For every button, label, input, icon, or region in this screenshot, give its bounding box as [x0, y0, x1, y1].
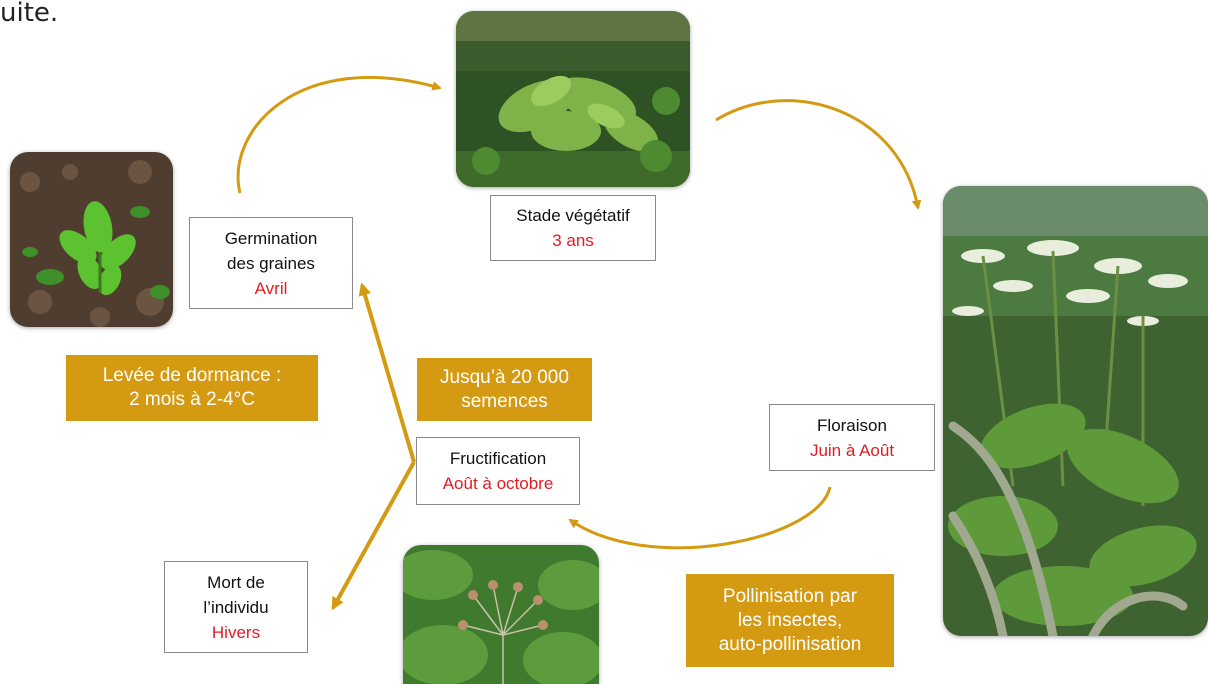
- seed-head-photo: [403, 545, 599, 684]
- stage-vegetative-title: Stade végétatif: [516, 206, 630, 225]
- seedling-photo: [10, 152, 173, 327]
- arrow-fruiting-to-germination: [358, 282, 416, 463]
- note-seeds-line2: semences: [461, 390, 548, 412]
- stage-death-line1: Mort de: [207, 572, 265, 592]
- stage-fruiting-period: Août à octobre: [442, 474, 554, 493]
- stage-germination-line1: Germination: [224, 228, 318, 248]
- stage-flowering-title: Floraison: [817, 415, 887, 435]
- arrow-vegetative-to-flowering: [715, 99, 922, 210]
- note-pollination: Pollinisation par les insectes, auto-pol…: [686, 574, 894, 667]
- stage-death-period: Hivers: [211, 622, 261, 642]
- note-seeds-line1: Jusqu’à 20 000: [440, 366, 569, 388]
- stage-vegetative-period: 3 ans: [552, 231, 594, 250]
- note-pollination-line2: les insectes,: [737, 609, 843, 631]
- arrow-flowering-to-fruiting: [568, 486, 832, 550]
- stage-germination-line2: des graines: [227, 253, 315, 273]
- stage-flowering: Floraison Juin à Août: [769, 404, 935, 471]
- note-dormancy-line2: 2 mois à 2-4°C: [129, 389, 255, 410]
- stage-germination: Germination des graines Avril: [189, 217, 353, 309]
- note-dormancy-line1: Levée de dormance :: [102, 365, 282, 386]
- stage-fruiting-title: Fructification: [449, 449, 547, 468]
- note-seeds: Jusqu’à 20 000 semences: [417, 358, 592, 421]
- note-pollination-line3: auto-pollinisation: [718, 633, 862, 655]
- flowering-hogweed-photo: [943, 186, 1208, 636]
- stage-death: Mort de l’individu Hivers: [164, 561, 308, 653]
- arrow-fruiting-to-death: [331, 461, 416, 611]
- note-pollination-line1: Pollinisation par: [722, 585, 858, 607]
- note-dormancy: Levée de dormance : 2 mois à 2-4°C: [66, 355, 318, 421]
- stage-flowering-period: Juin à Août: [809, 440, 895, 460]
- stage-death-line2: l’individu: [203, 597, 269, 617]
- stage-vegetative: Stade végétatif 3 ans: [490, 195, 656, 261]
- stage-germination-period: Avril: [254, 278, 288, 298]
- cropped-text: uite.: [0, 0, 59, 28]
- stage-fruiting: Fructification Août à octobre: [416, 437, 580, 505]
- vegetative-plant-photo: [456, 11, 690, 187]
- arrow-germination-to-vegetative: [236, 76, 442, 194]
